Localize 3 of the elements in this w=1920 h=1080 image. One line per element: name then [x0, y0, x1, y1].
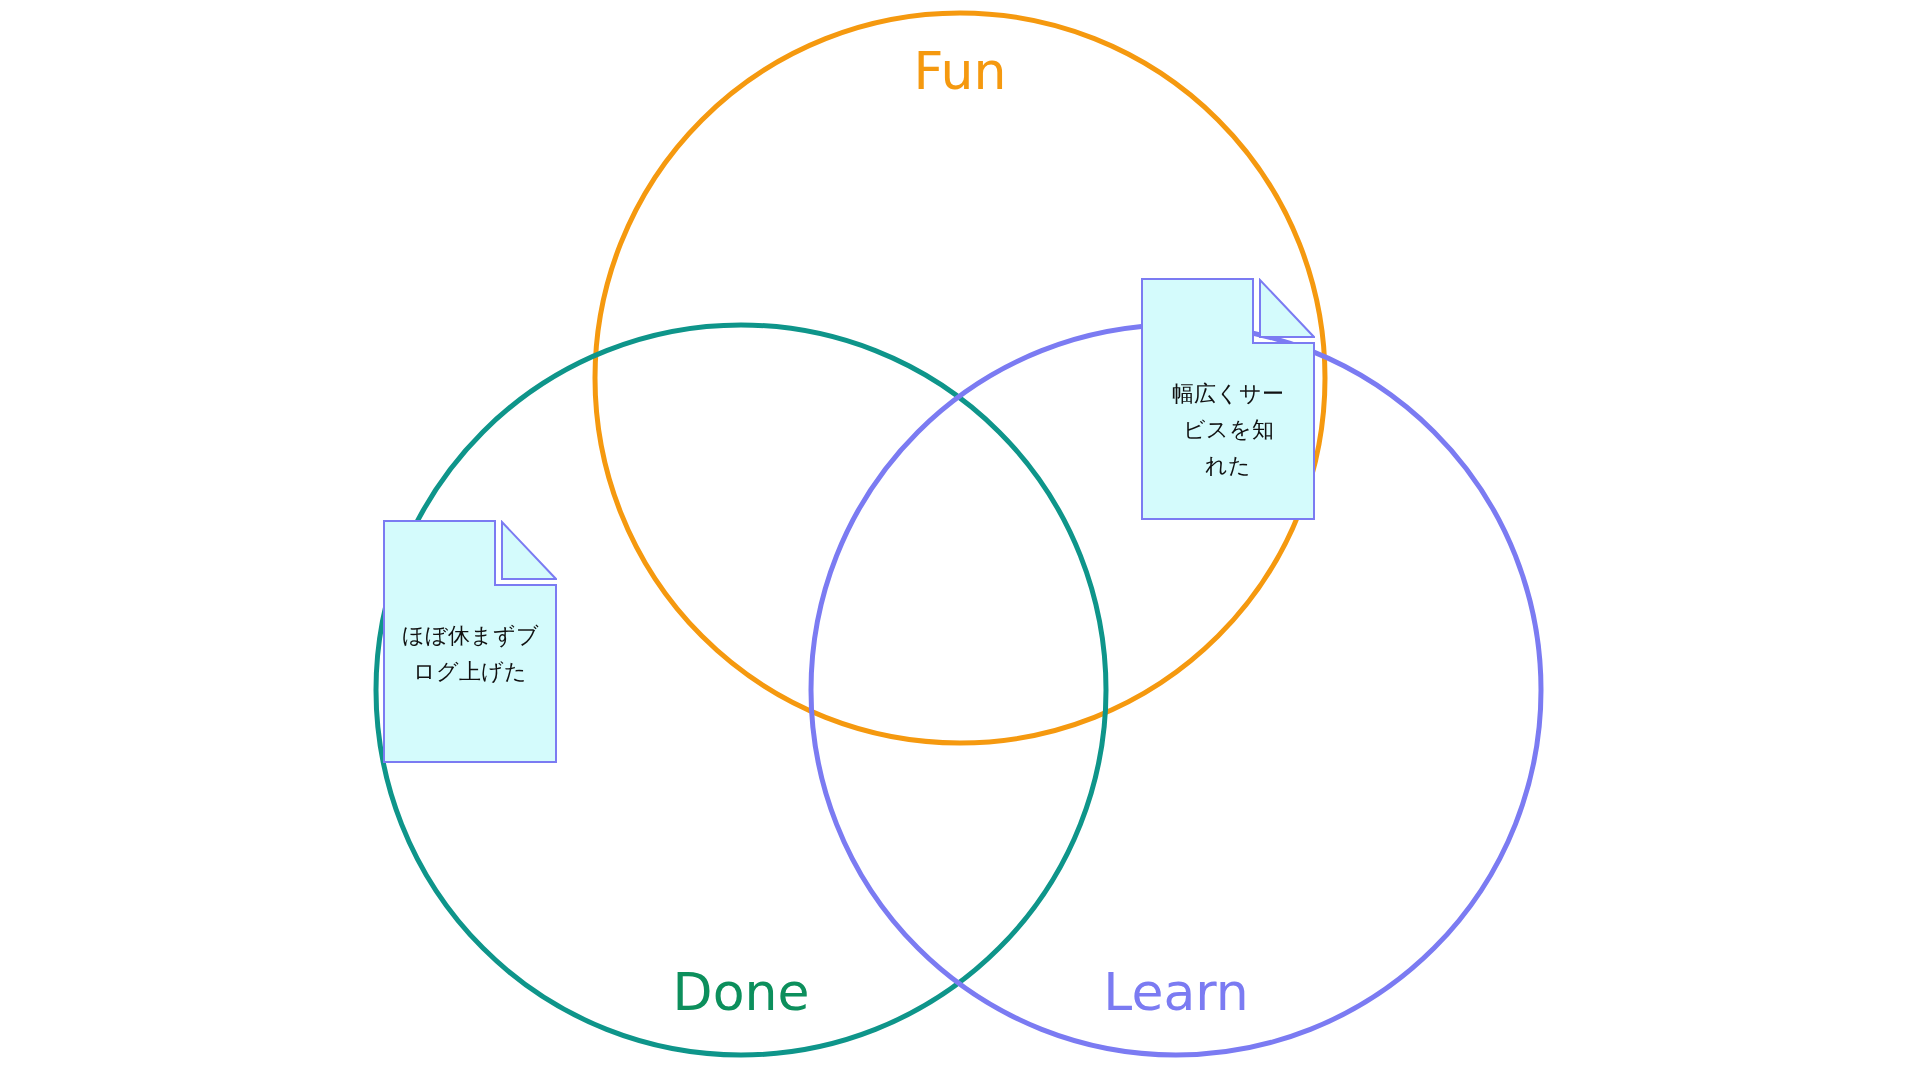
circle-label: Done — [672, 962, 810, 1022]
circle-label: Learn — [1103, 962, 1249, 1022]
circle-label: Fun — [913, 41, 1007, 101]
